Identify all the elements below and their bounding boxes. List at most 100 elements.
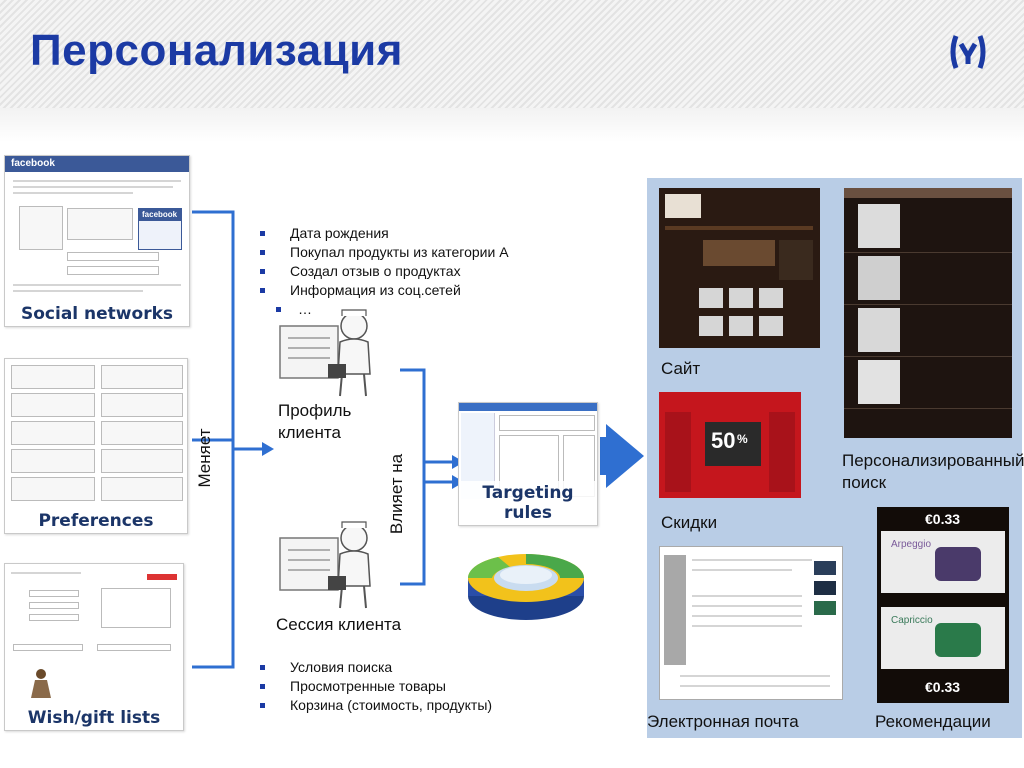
mock-text-line	[692, 595, 802, 597]
session-figure-icon	[279, 521, 371, 609]
preferences-shot: Preferences	[4, 358, 188, 534]
mock-panel	[769, 412, 795, 492]
preferences-caption: Preferences	[5, 509, 187, 533]
pref-tile	[101, 477, 183, 501]
wishlists-caption: Wish/gift lists	[5, 706, 183, 730]
discount-value: 50	[711, 428, 736, 453]
mock-row-divider	[844, 304, 1012, 305]
pref-tile	[101, 449, 183, 473]
profile-label: Профиль клиента	[278, 401, 352, 442]
mock-text-line	[13, 290, 143, 292]
targeting-rules-shot: Targeting rules	[458, 402, 598, 526]
mock-field	[97, 644, 171, 651]
mock-password-field	[67, 266, 159, 275]
affects-label: Влияет на	[387, 453, 406, 535]
mock-machine	[858, 256, 900, 300]
mock-product	[699, 316, 723, 336]
wishlists-shot: Wish/gift lists	[4, 563, 184, 731]
session-label: Сессия клиента	[276, 615, 402, 634]
mock-product	[729, 288, 753, 308]
affects-bracket	[400, 368, 426, 586]
mock-text-line	[11, 572, 81, 574]
mock-text-line	[692, 625, 802, 627]
mock-product	[699, 288, 723, 308]
mock-capsule	[814, 601, 836, 615]
mock-machine	[858, 360, 900, 404]
mock-field	[29, 590, 79, 597]
mock-field	[13, 644, 83, 651]
discounts-shot: 50 %	[659, 392, 801, 498]
mock-discount-card	[705, 422, 761, 466]
mock-cup-image	[665, 194, 701, 218]
mock-panel	[67, 208, 133, 240]
list-item: …	[276, 300, 509, 319]
mock-banner	[703, 240, 775, 266]
mock-side-box	[779, 240, 813, 280]
mock-email-field	[67, 252, 159, 261]
email-label: Электронная почта	[647, 712, 799, 731]
mock-grid	[499, 415, 595, 431]
pref-tile	[11, 421, 95, 445]
capsule-bottom-icon	[935, 623, 981, 657]
capsule-top-name: Arpeggio	[891, 539, 932, 550]
mock-header-row	[844, 188, 1012, 198]
mock-capsule	[814, 581, 836, 595]
pref-tile	[101, 365, 183, 389]
mock-image-strip	[664, 555, 686, 665]
discount-percent-icon: %	[737, 432, 748, 446]
profile-bullets: Дата рождения Покупал продукты из катего…	[260, 224, 509, 319]
mock-product	[759, 316, 783, 336]
page-title: Персонализация	[30, 26, 403, 75]
mock-nav	[665, 226, 813, 230]
mock-product	[729, 316, 753, 336]
mock-avatar	[19, 206, 63, 250]
changes-arrow-head	[262, 442, 274, 456]
facebook-box-brand: facebook	[139, 209, 181, 221]
mock-text-line	[680, 675, 830, 677]
mock-text-line	[692, 605, 802, 607]
header-band	[0, 0, 1024, 108]
mock-row-divider	[844, 252, 1012, 253]
mock-text-line	[692, 569, 792, 571]
to-channels-arrow	[600, 424, 644, 488]
mock-panel	[665, 412, 691, 492]
facebook-brand: facebook	[5, 156, 189, 172]
changes-label: Меняет	[195, 428, 214, 488]
mock-textarea	[101, 588, 171, 628]
mock-text-line	[13, 186, 173, 188]
mock-text-line	[692, 559, 812, 561]
pref-tile	[11, 393, 95, 417]
social-networks-caption: Social networks	[5, 302, 189, 326]
targeting-rules-caption: Targeting rules	[459, 481, 597, 525]
pref-tile	[11, 477, 95, 501]
mock-text-line	[13, 192, 133, 194]
mock-machine	[858, 308, 900, 352]
pref-tile	[101, 393, 183, 417]
list-item: Дата рождения	[260, 224, 509, 243]
pref-tile	[101, 421, 183, 445]
site-label: Сайт	[661, 359, 701, 378]
discounts-label: Скидки	[661, 513, 718, 532]
social-networks-shot: facebook facebook Social networks	[4, 155, 190, 327]
list-item: Условия поиска	[260, 658, 492, 677]
header-fade	[0, 108, 1024, 142]
mock-red-button	[147, 574, 177, 580]
list-item: Просмотренные товары	[260, 677, 492, 696]
mock-text-line	[680, 685, 830, 687]
search-shot	[844, 188, 1012, 438]
mock-text-line	[692, 615, 802, 617]
email-shot	[659, 546, 843, 700]
mock-title-bar	[459, 403, 597, 411]
mock-capsule	[814, 561, 836, 575]
mock-text-line	[13, 180, 181, 182]
pref-tile	[11, 449, 95, 473]
mock-product	[759, 288, 783, 308]
list-item: Корзина (стоимость, продукты)	[260, 696, 492, 715]
mock-row-divider	[844, 408, 1012, 409]
mock-machine	[858, 204, 900, 248]
pref-tile	[11, 365, 95, 389]
company-logo-icon	[950, 35, 986, 69]
list-item: Покупал продукты из категории А	[260, 243, 509, 262]
price-top: €0.33	[925, 511, 961, 527]
person-figure-icon	[31, 669, 51, 698]
